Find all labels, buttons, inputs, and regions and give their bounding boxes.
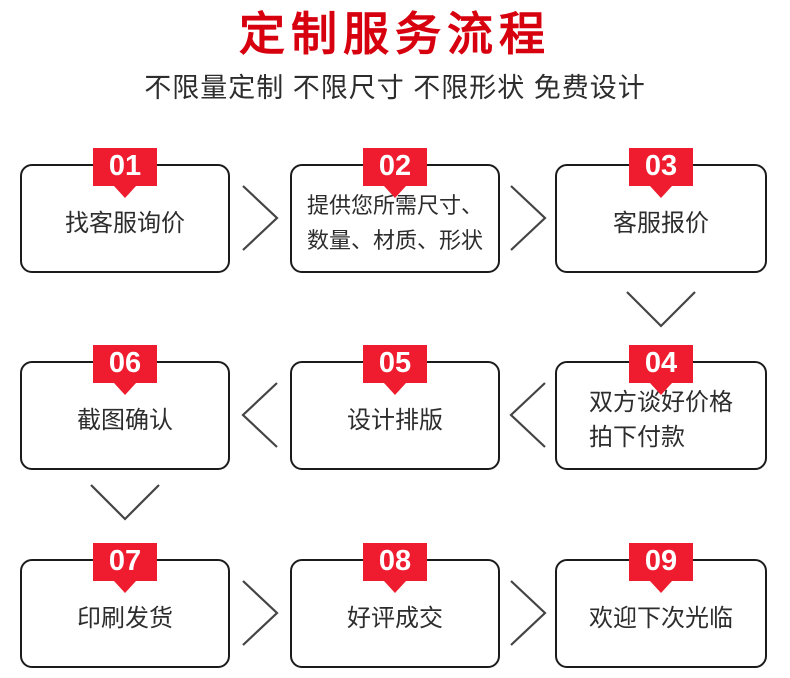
step-line: 设计排版: [347, 406, 443, 434]
step-number: 08: [378, 545, 412, 578]
step-box-02: 02 提供您所需尺寸、 数量、材质、形状: [290, 147, 500, 273]
step-box-01: 01 找客服询价: [20, 147, 230, 273]
step-text: 印刷发货: [65, 601, 185, 636]
step-badge-07: 07: [93, 542, 157, 581]
flow-row-1: 01 找客服询价 02 提供您所需尺寸、 数量、材质、形状: [0, 147, 790, 273]
step-line: 印刷发货: [77, 604, 173, 632]
step-number: 01: [108, 150, 142, 183]
step-line: 找客服询价: [65, 209, 185, 237]
step-number: 03: [644, 150, 678, 183]
connector-row-2: [0, 470, 790, 543]
flow-row-3: 07 印刷发货 08 好评成交: [0, 542, 790, 668]
step-line: 截图确认: [77, 406, 173, 434]
step-number: 05: [378, 347, 412, 380]
step-text: 截图确认: [65, 403, 185, 438]
flow-row-2: 06 截图确认 05 设计排版: [0, 344, 790, 470]
step-badge-03: 03: [629, 147, 693, 186]
page-subtitle: 不限量定制 不限尺寸 不限形状 免费设计: [144, 72, 646, 103]
step-badge-02: 02: [363, 147, 427, 186]
step-number: 04: [644, 347, 678, 380]
arrow-left-icon: [241, 382, 278, 449]
step-line: 数量、材质、形状: [306, 228, 483, 254]
step-badge-08: 08: [363, 542, 427, 581]
step-text: 提供您所需尺寸、 数量、材质、形状: [295, 188, 495, 258]
step-text: 双方谈好价格 拍下付款: [577, 385, 745, 455]
arrow-right-icon: [509, 580, 547, 647]
step-badge-01: 01: [93, 147, 157, 186]
step-badge-09: 09: [629, 542, 693, 581]
arrow-right-icon: [509, 185, 547, 252]
step-text: 好评成交: [335, 601, 455, 636]
step-box-06: 06 截图确认: [20, 344, 230, 470]
page-title: 定制服务流程: [239, 8, 551, 60]
step-text: 设计排版: [335, 403, 455, 438]
step-text: 找客服询价: [53, 206, 197, 241]
step-number: 09: [644, 545, 678, 578]
step-box-05: 05 设计排版: [290, 344, 500, 470]
step-box-08: 08 好评成交: [290, 542, 500, 668]
step-box-04: 04 双方谈好价格 拍下付款: [555, 344, 767, 470]
arrow-right-icon: [242, 185, 279, 252]
flow-diagram: 01 找客服询价 02 提供您所需尺寸、 数量、材质、形状: [0, 147, 790, 668]
step-badge-04: 04: [629, 344, 693, 383]
step-line: 拍下付款: [589, 424, 685, 452]
step-text: 客服报价: [601, 206, 721, 241]
step-line: 客服报价: [613, 209, 709, 237]
step-line: 好评成交: [347, 604, 443, 632]
step-badge-05: 05: [363, 344, 427, 383]
step-number: 02: [378, 150, 412, 183]
arrow-down-icon: [90, 484, 160, 521]
step-number: 07: [108, 545, 142, 578]
connector-row-1: [0, 273, 790, 345]
step-box-03: 03 客服报价: [555, 147, 767, 273]
arrow-down-icon: [626, 291, 696, 328]
step-box-07: 07 印刷发货: [20, 542, 230, 668]
step-box-09: 09 欢迎下次光临: [555, 542, 767, 668]
step-line: 欢迎下次光临: [589, 604, 733, 632]
arrow-right-icon: [242, 580, 279, 647]
step-text: 欢迎下次光临: [577, 601, 745, 636]
step-number: 06: [108, 347, 142, 380]
step-badge-06: 06: [93, 344, 157, 383]
arrow-left-icon: [508, 382, 546, 449]
